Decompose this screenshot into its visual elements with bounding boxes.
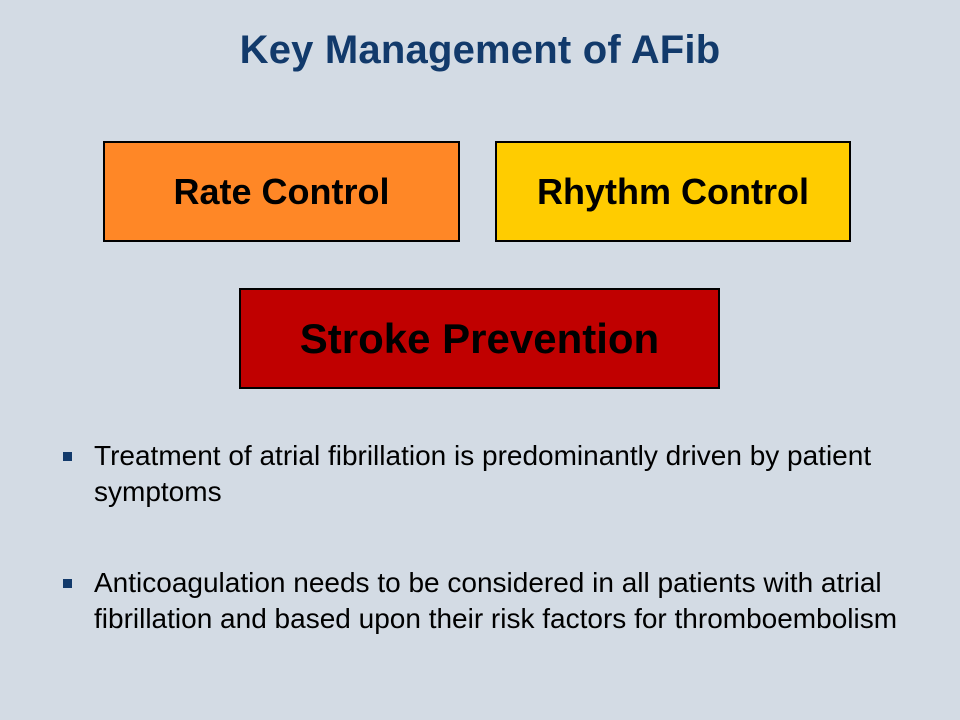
rate-control-label: Rate Control [173, 170, 390, 212]
bullet-text: Anticoagulation needs to be considered i… [94, 567, 898, 634]
square-bullet-icon [63, 579, 72, 588]
square-bullet-icon [63, 452, 72, 461]
bullet-item: Treatment of atrial fibrillation is pred… [62, 438, 922, 510]
slide-title: Key Management of AFib [239, 28, 721, 72]
rhythm-control-box: Rhythm Control [495, 141, 851, 242]
bullet-item: Anticoagulation needs to be considered i… [62, 565, 922, 637]
stroke-prevention-box: Stroke Prevention [239, 288, 720, 389]
bullet-list: Treatment of atrial fibrillation is pred… [62, 438, 922, 637]
rhythm-control-label: Rhythm Control [537, 170, 809, 212]
stroke-prevention-label: Stroke Prevention [299, 314, 660, 362]
rate-control-box: Rate Control [103, 141, 460, 242]
bullet-text: Treatment of atrial fibrillation is pred… [94, 440, 872, 507]
